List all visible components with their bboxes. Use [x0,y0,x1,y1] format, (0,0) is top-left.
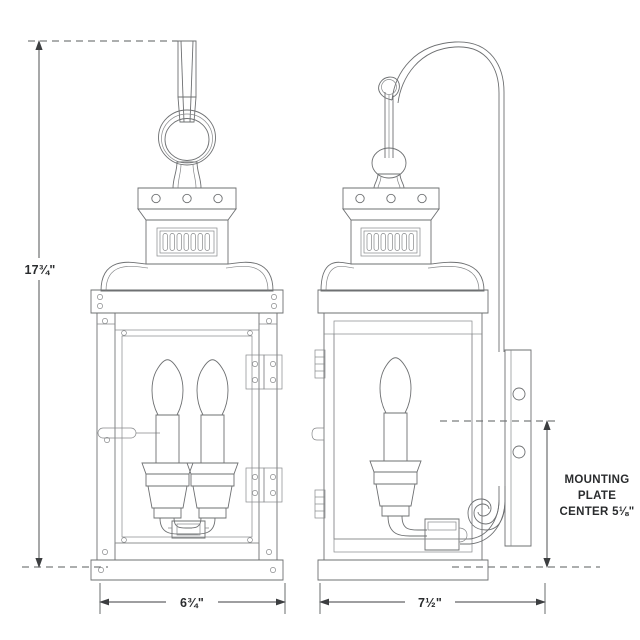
mounting-plate-label-line1: MOUNTING [564,474,629,486]
scroll-arm [392,42,504,352]
top-plate-rivet [152,194,160,202]
candle-side [370,358,427,536]
mounting-plate-arrow-top [543,420,551,430]
side-elevation-view [311,42,531,580]
side-width-dimension-label: 7½" [418,596,442,610]
frame-corner-rivets [102,318,272,555]
extension-lines [22,40,600,568]
side-width-arrow-left [319,598,329,606]
socket-body [148,486,187,508]
side-width-label-backdrop [405,592,455,612]
wall-mount-plate [505,350,531,546]
hinge-plate-upper [245,354,283,390]
mount-plate-screw-hole [513,446,525,458]
top-plate-rivet [387,194,395,202]
wire-side [388,516,427,536]
dome-cap [101,262,273,291]
wire-left [160,518,192,534]
hinge-edge-details [311,349,326,519]
wire-right [186,518,215,534]
socket-body [376,484,415,506]
candle-bulb [152,360,183,415]
height-dimension: 17¾" [12,40,68,568]
base-rail [318,538,488,580]
candle-left [142,360,193,534]
hook-eye [379,77,400,100]
height-dimension-label: 17¾" [24,263,55,277]
top-plate-rivet [214,194,222,202]
mounting-plate-dimension: MOUNTING PLATE CENTER 5⅛" [543,420,634,568]
height-arrow-top [35,40,43,50]
socket-base [199,508,226,518]
ring-loop [159,110,216,165]
top-plate-rivet [418,194,426,202]
front-width-label-backdrop [166,592,218,612]
top-plate-rivet [183,194,191,202]
front-elevation-view [91,41,283,580]
drop-rod [385,92,393,158]
mounting-plate-arrow-bottom [543,558,551,568]
side-width-arrow-right [536,598,546,606]
mounting-plate-label-line3: CENTER 5⅛" [560,506,635,518]
front-width-dimension: 6¾" [99,583,286,614]
candle-bulb [380,358,411,413]
height-label-backdrop [12,258,68,280]
dome-cap [321,262,484,291]
junction-box [168,521,209,538]
candle-bulb [197,360,228,415]
socket-base [382,506,409,516]
side-width-dimension: 7½" [319,583,546,614]
socket-body [193,486,232,508]
junction-box [425,519,468,550]
candle-right [186,360,238,534]
front-width-arrow-left [99,598,109,606]
mounting-plate-label-line2: PLATE [578,490,616,502]
tapered-stem [178,41,196,122]
front-width-dimension-label: 6¾" [180,596,204,610]
front-width-arrow-right [276,598,286,606]
collar-vent-slots [162,233,210,251]
top-plate-rivet [356,194,364,202]
collar-vent-slots [366,233,414,251]
mount-plate-screw-hole [513,388,525,400]
base-rail [91,542,283,580]
height-arrow-bottom [35,558,43,568]
hinge-plate-lower [245,467,283,503]
socket-base [154,508,181,518]
